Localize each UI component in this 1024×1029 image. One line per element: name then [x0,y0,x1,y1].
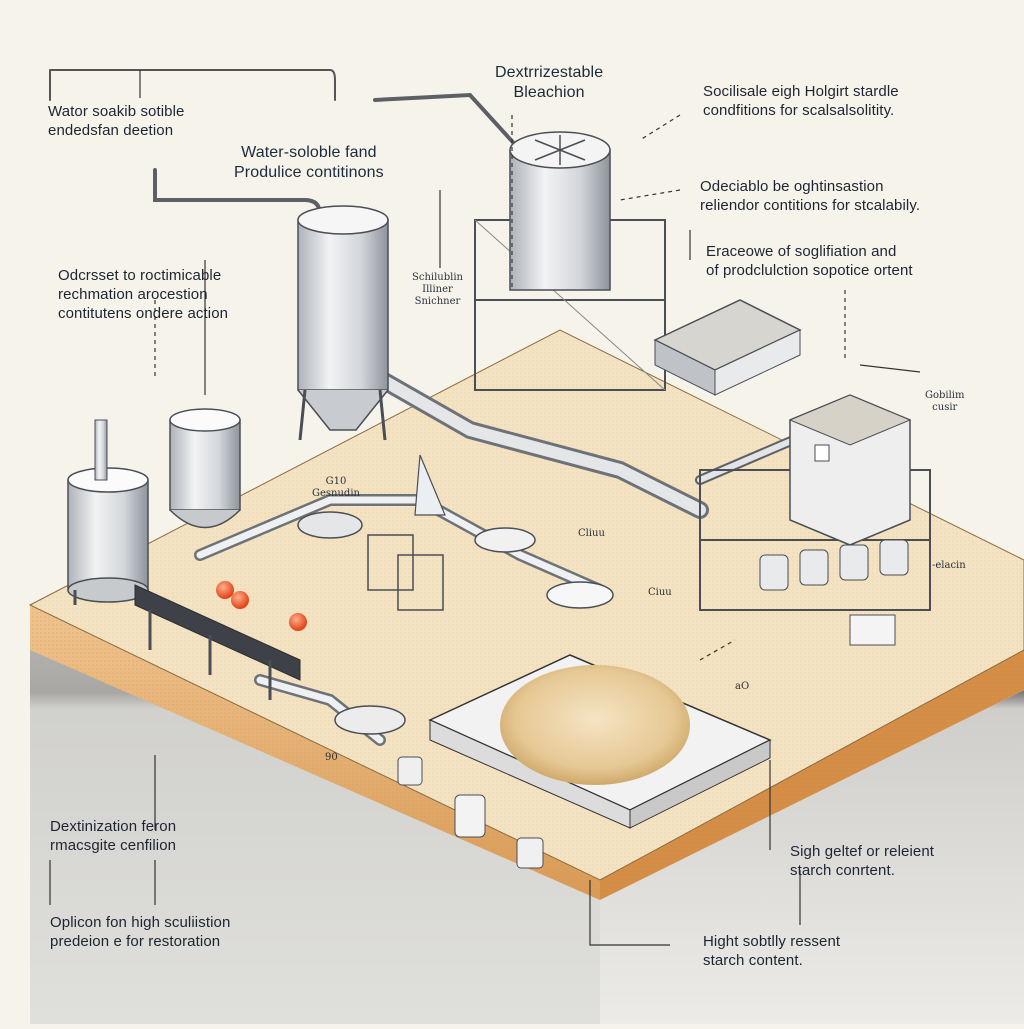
tag-line: Gobilim [925,390,965,401]
label-dextrinization-conditions: Dextinization feron rmacsgite cenfilion [50,817,176,855]
label-line: starch conrtent. [790,862,895,879]
label-line: contitutens ondere action [58,305,229,322]
label-dextrinization-bleaching: Dextrrizestable Bleachion [495,63,603,103]
label-line: endedsfan deetion [48,122,174,139]
label-line: of prodclulction sopotice ortent [706,262,913,279]
label-line: Odeciablo be oghtinsastion [700,178,884,195]
label-line: Eraceowe of soglifiation and [706,243,897,260]
label-high-stability-conditions: Socilisale eigh Holgirt stardle condfiti… [703,82,899,120]
label-resistant-starch-content-2: Hight sobtlly ressent starch content. [703,932,840,970]
tag-tank: Schilublin Illiner Snichner [412,272,463,308]
label-production-process: Eraceowe of soglifiation and of prodclul… [706,242,913,280]
label-line: Bleachion [513,84,585,101]
dryer-unit [699,394,931,646]
label-water-soluble-section: Wator soakib sotible endedsfan deetion [48,102,185,140]
tag-line: cusir [932,402,958,413]
tag-shelf: -elacin [932,560,966,571]
label-line: Sigh geltef or releient [790,843,935,860]
ground-block [30,620,1024,1024]
tag-pipe: G10 Gesnudin [312,476,360,500]
tag-line: Gesnudin [312,488,360,499]
orange-flask [231,591,249,609]
mixing-tank-left [67,419,149,605]
silo-tank [297,205,389,441]
measuring-cups [397,756,544,869]
sample-jars [759,539,909,591]
label-line: Water-soloble fand [241,144,377,161]
tag-line: Schilublin [412,272,463,283]
label-high-solubility-option: Oplicon fon high sculiistion predeion e … [50,913,230,951]
tag-line: G10 [325,476,347,487]
label-resistant-starch-content-1: Sigh geltef or releient starch conrtent. [790,842,934,880]
starch-product-slab [428,654,772,829]
resistant-starch-pile [500,665,690,785]
orange-flask [289,613,307,631]
label-line: starch content. [703,952,803,969]
platform [28,329,1024,900]
tag-right: Gobilim cusir [925,390,965,414]
feed-hopper [653,299,802,396]
conveyor-line [134,581,307,700]
label-line: condfitions for scalsalsolitity. [703,102,895,119]
label-water-soluble-conditions: Water-soloble fand Produlice contitinons [234,143,384,183]
label-line: Wator soakib sotible [48,103,185,120]
label-line: Dextinization feron [50,818,177,835]
label-reaction-conditions: Odcrsset to roctimicable rechmation aroc… [58,266,228,323]
label-line: Odcrsset to roctimicable [58,267,222,284]
label-line: rmacsgite cenfilion [50,837,177,854]
label-line: rechmation arocestion [58,286,208,303]
label-optimization-conditions: Odeciablo be oghtinsastion reliendor con… [700,177,920,215]
tag-cup-1: Cliuu [578,528,605,539]
label-line: Dextrrizestable [495,64,604,81]
orange-flask [216,581,234,599]
label-line: Hight sobtlly ressent [703,933,841,950]
tag-floor-1: 90 [325,752,338,763]
label-line: Produlice contitinons [234,164,384,181]
sample-dishes [297,454,614,735]
tag-line: Snichner [414,296,461,307]
mixing-tank-center-left [169,408,241,529]
label-line: Oplicon fon high sculiistion [50,914,231,931]
tag-line: Illiner [422,284,453,295]
tag-cup-2: Ciuu [648,587,672,598]
leader-lines [49,70,921,946]
erlenmeyer-flask [414,454,446,516]
label-line: predeion e for restoration [50,933,221,950]
tag-floor-2: aO [735,681,750,692]
label-line: reliendor contitions for stcalabily. [700,197,921,214]
bleaching-tower [474,131,666,391]
label-line: Socilisale eigh Holgirt stardle [703,83,899,100]
